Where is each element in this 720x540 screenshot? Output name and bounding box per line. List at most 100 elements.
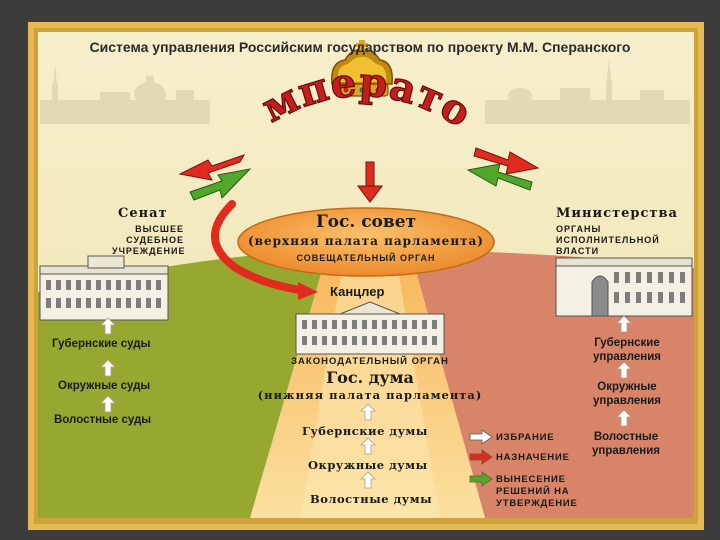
duma-window: [402, 320, 407, 329]
senate-window: [116, 298, 121, 308]
senate-building: [39, 255, 169, 321]
ministries-building: [555, 257, 693, 317]
chancellor-label: Канцлер: [330, 284, 385, 299]
senate-window: [86, 280, 91, 290]
arrow-emperor-to-chancellor: [211, 200, 304, 294]
senate-window: [56, 298, 61, 308]
senate-window: [106, 298, 111, 308]
senate-window: [136, 298, 141, 308]
senate-window: [116, 280, 121, 290]
senate-subtitle: ВЫСШЕЕ СУДЕБНОЕ УЧРЕЖДЕНИЕ: [112, 224, 186, 256]
senate-window: [146, 298, 151, 308]
duma-title: Гос. дума: [326, 368, 414, 387]
senate-window: [46, 298, 51, 308]
duma-window: [302, 336, 307, 345]
arrow-emperor-to-council: [357, 161, 383, 203]
skyline-left: [40, 62, 210, 124]
duma-level-1: Губернские думы: [302, 424, 428, 438]
duma-window: [312, 320, 317, 329]
duma-window: [342, 320, 347, 329]
ministry-window: [636, 292, 641, 303]
ministry-window: [658, 272, 663, 283]
duma-window: [302, 320, 307, 329]
duma-window: [422, 336, 427, 345]
duma-window: [412, 336, 417, 345]
ministry-window: [614, 272, 619, 283]
duma-window: [342, 336, 347, 345]
council-oval: [237, 207, 495, 277]
page-title: Система управления Российским государств…: [89, 39, 631, 55]
duma-role: ЗАКОНОДАТЕЛЬНЫЙ ОРГАН: [291, 356, 449, 367]
senate-window: [86, 298, 91, 308]
duma-window: [422, 320, 427, 329]
senate-level-3: Волостные суды: [54, 414, 152, 426]
duma-subtitle: (нижняя палата парламента): [257, 388, 483, 402]
senate-window: [136, 280, 141, 290]
arrow-emperor-to-ministries: [473, 147, 540, 175]
ministry-window: [669, 272, 674, 283]
ministries-level-3: Волостные управления: [592, 431, 660, 457]
ministry-window: [625, 292, 630, 303]
senate-window: [146, 280, 151, 290]
duma-window: [372, 320, 377, 329]
arrow-ministries-to-emperor: [466, 163, 533, 191]
duma-window: [382, 320, 387, 329]
duma-level-3: Волостные думы: [310, 492, 433, 506]
duma-window: [362, 320, 367, 329]
senate-window: [66, 280, 71, 290]
senate-window: [76, 280, 81, 290]
election-arrow-icon: [360, 403, 376, 421]
ministries-subtitle: ОРГАНЫ ИСПОЛНИТЕЛЬНОЙ ВЛАСТИ: [556, 224, 660, 256]
senate-window: [96, 298, 101, 308]
ministry-window: [625, 272, 630, 283]
duma-window: [372, 336, 377, 345]
legend-arrow-icon: [469, 429, 493, 445]
duma-window: [312, 336, 317, 345]
ministry-window: [636, 272, 641, 283]
legend-submission: ВЫНЕСЕНИЕ РЕШЕНИЙ НА УТВЕРЖДЕНИЕ: [496, 474, 578, 509]
election-arrow-icon: [100, 395, 116, 413]
duma-building: [295, 301, 445, 355]
duma-window: [392, 336, 397, 345]
senate-window: [106, 280, 111, 290]
council-role: СОВЕЩАТЕЛЬНЫЙ ОРГАН: [296, 253, 436, 263]
duma-window: [402, 336, 407, 345]
senate-window: [126, 280, 131, 290]
duma-window: [362, 336, 367, 345]
duma-window: [322, 336, 327, 345]
skyline-right: [485, 56, 690, 124]
ministries-title: Министерства: [556, 206, 678, 221]
duma-window: [352, 336, 357, 345]
duma-window: [352, 320, 357, 329]
arrow-senate-to-emperor: [189, 168, 252, 201]
duma-window: [392, 320, 397, 329]
senate-level-1: Губернские суды: [52, 338, 151, 350]
duma-window: [412, 320, 417, 329]
legend-election: ИЗБРАНИЕ: [496, 432, 555, 443]
election-arrow-icon: [360, 437, 376, 455]
council-subtitle: (верхняя палата парламента): [248, 234, 484, 248]
duma-window: [322, 320, 327, 329]
senate-window: [66, 298, 71, 308]
election-arrow-icon: [100, 359, 116, 377]
arrow-emperor-to-senate: [178, 154, 246, 181]
duma-window: [432, 336, 437, 345]
election-arrow-icon: [100, 317, 116, 335]
senate-window: [156, 280, 161, 290]
senate-window: [76, 298, 81, 308]
ministry-window: [680, 272, 685, 283]
ministry-window: [647, 292, 652, 303]
duma-level-2: Окружные думы: [308, 458, 428, 472]
council-title: Гос. совет: [315, 212, 417, 232]
ministry-window: [680, 292, 685, 303]
election-arrow-icon: [360, 471, 376, 489]
senate-window: [156, 298, 161, 308]
duma-window: [432, 320, 437, 329]
senate-window: [46, 280, 51, 290]
ministries-level-1: Губернские управления: [593, 337, 661, 363]
duma-window: [332, 320, 337, 329]
election-arrow-icon: [616, 315, 632, 333]
duma-window: [382, 336, 387, 345]
legend-arrow-icon: [469, 471, 493, 487]
